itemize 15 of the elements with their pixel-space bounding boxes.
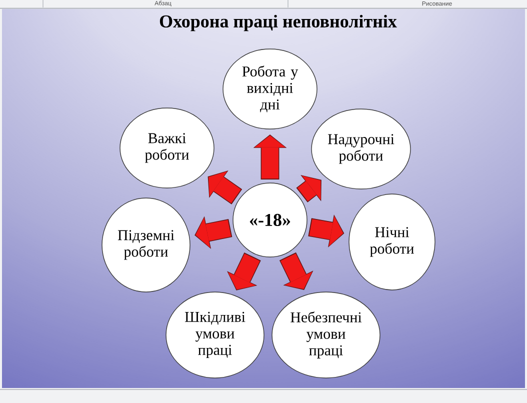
- block-arrow: [279, 252, 314, 290]
- ellipse-node: Робота у вихідні дні: [222, 48, 318, 130]
- title: Охорона праці неповнолітніх: [160, 14, 397, 32]
- block-arrow: [253, 134, 287, 180]
- ellipse-node: Надурочні роботи: [311, 108, 411, 190]
- block-arrow: [296, 174, 322, 202]
- block-arrow: [208, 170, 242, 204]
- ellipse-node: Важкі роботи: [120, 108, 214, 188]
- ellipse-node: Небезпечні умови праці: [272, 292, 380, 378]
- block-arrow: [308, 214, 344, 248]
- ellipse-node: Нічні роботи: [348, 194, 436, 290]
- ellipse-node: Підземні роботи: [102, 198, 190, 292]
- block-arrow: [194, 216, 232, 249]
- ellipse-node: Шкідливі умови праці: [166, 292, 264, 378]
- block-arrow: [227, 252, 261, 290]
